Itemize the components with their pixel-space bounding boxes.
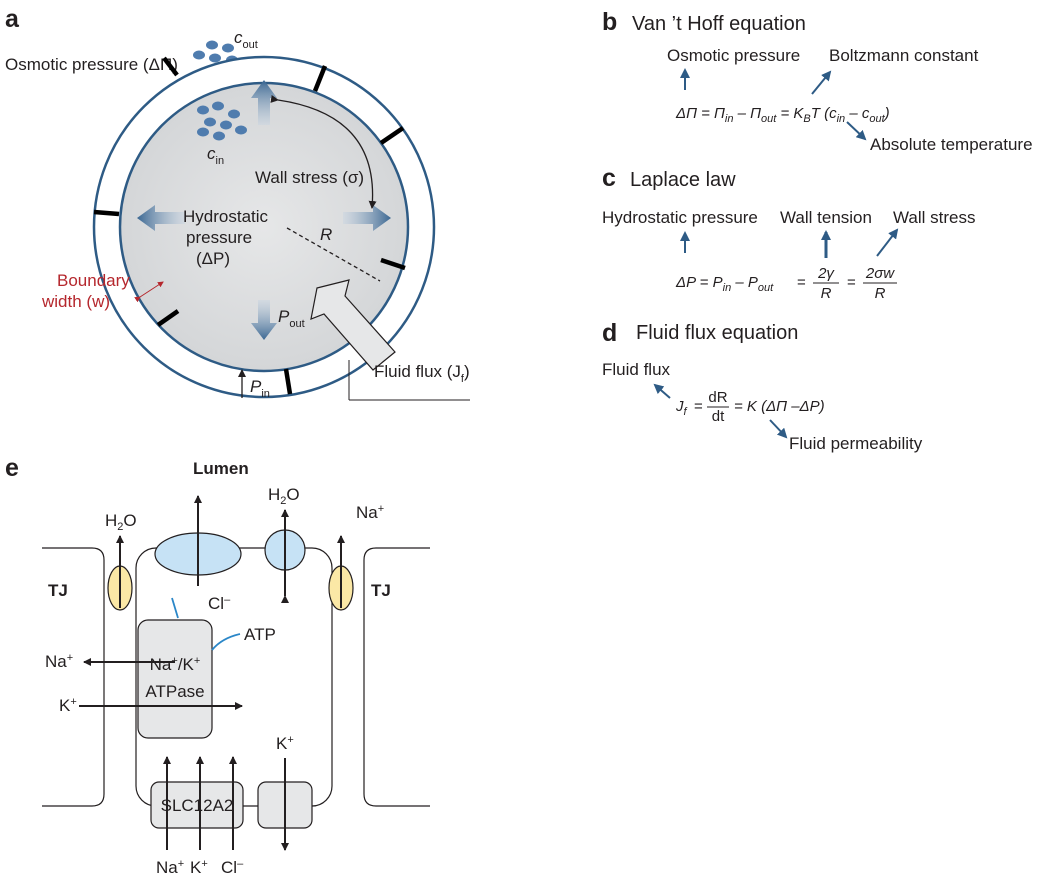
h2o-left-label: H2O (105, 511, 137, 533)
atp-link (211, 633, 241, 651)
absolute-temperature-term: Absolute temperature (870, 135, 1033, 154)
tj-right-label: TJ (371, 581, 391, 600)
boundary-width-arrow (134, 281, 164, 303)
panel-d-letter: d (602, 319, 617, 347)
wall-stress-arrow (270, 95, 377, 209)
k-right-label: K+ (276, 734, 294, 753)
laplace-frac1-den: R (821, 285, 832, 302)
boundary-width-label-1: Boundary (57, 271, 130, 290)
tj-left-label: TJ (48, 581, 68, 600)
bottom-cl-label: Cl– (221, 858, 244, 877)
cotransport-arrows (163, 756, 237, 850)
laplace-eq-2: = (847, 274, 856, 291)
na-top-label: Na+ (356, 503, 384, 522)
osmotic-pressure-label: Osmotic pressure (ΔΠ) (5, 55, 178, 74)
fluid-flux-label: Fluid flux (Jf) (374, 362, 470, 385)
flux-eq-j: Jf (675, 398, 688, 418)
fluid-flux-arrow-d (653, 383, 671, 399)
laplace-frac2-den: R (875, 285, 886, 302)
panel-c-title: Laplace law (630, 169, 736, 191)
flux-frac-num: dR (708, 389, 727, 406)
bottom-k-label: K+ (190, 858, 208, 877)
cell-junctions (93, 56, 406, 395)
boundary-width-label-2: width (w) (41, 292, 110, 311)
osmotic-pressure-term: Osmotic pressure (667, 46, 800, 65)
cl-top-label: Cl– (208, 594, 231, 613)
hydrostatic-pressure-arrows (137, 80, 391, 340)
na-k-atpase (137, 619, 213, 739)
hydrostatic-label-3: (ΔP) (196, 249, 230, 268)
panel-b-letter: b (602, 8, 617, 36)
bottom-na-label: Na+ (156, 858, 184, 877)
hydrostatic-label-1: Hydrostatic (183, 207, 269, 226)
atpase-label-2: ATPase (145, 682, 204, 701)
panel-a-letter: a (5, 5, 20, 33)
h2o-mid-label: H2O (268, 485, 300, 507)
solute-particles-in (197, 101, 247, 141)
wall-stress-term: Wall stress (893, 208, 976, 227)
laplace-frac2-num: 2σw (865, 265, 895, 282)
boltzmann-term: Boltzmann constant (829, 46, 979, 65)
atp-link-top (171, 597, 179, 619)
hydrostatic-label-2: pressure (186, 228, 252, 247)
fluid-flux-callout: Fluid flux (Jf) (348, 360, 470, 401)
left-neighbor-cell (42, 547, 105, 807)
c-out-label: cout (234, 28, 258, 51)
van-t-hoff-equation: ΔΠ = Πin – Πout = KBT (cin – cout) (675, 105, 890, 125)
panel-c-letter: c (602, 164, 616, 192)
radius-line (286, 227, 381, 282)
atp-label: ATP (244, 625, 276, 644)
panel-e: e Lumen TJ TJ H2O Na+ Cl– H2O Na+/K+ ATP… (5, 454, 430, 877)
panel-b-title: Van ’t Hoff equation (632, 13, 806, 35)
k-left-label: K+ (59, 696, 77, 715)
boltzmann-arrow (811, 70, 832, 95)
wall-stress-arrow-c (876, 228, 899, 257)
panel-d: d Fluid flux equation Fluid flux Jf = dR… (602, 319, 923, 453)
panel-a: a Osmotic pressure (ΔΠ) cout (5, 5, 470, 401)
radius-label: R (320, 225, 332, 244)
panel-d-title: Fluid flux equation (636, 322, 798, 344)
flux-eq-rhs: = K (ΔΠ –ΔP) (734, 398, 825, 415)
laplace-frac1-num: 2γ (817, 265, 835, 282)
hydrostatic-pressure-term: Hydrostatic pressure (602, 208, 758, 227)
flux-frac-den: dt (712, 408, 725, 425)
slc12a2-label: SLC12A2 (161, 796, 234, 815)
flux-eq-eq: = (694, 398, 703, 415)
panel-c: c Laplace law Hydrostatic pressure Wall … (602, 164, 976, 302)
panel-e-letter: e (5, 454, 19, 482)
laplace-eq-1: = (797, 274, 806, 291)
c-in-label: cin (207, 144, 224, 167)
p-out-label: Pout (278, 307, 305, 330)
temperature-arrow (846, 121, 867, 141)
lumen-label: Lumen (193, 459, 249, 478)
solute-particles-out (193, 40, 238, 65)
p-in-label: Pin (250, 377, 270, 400)
permeability-arrow (769, 419, 788, 439)
right-neighbor-cell (363, 547, 430, 807)
na-left-label: Na+ (45, 652, 73, 671)
fluid-flux-arrow (310, 279, 396, 371)
laplace-lhs: ΔP = Pin – Pout (675, 274, 774, 294)
panel-b: b Van ’t Hoff equation Osmotic pressure … (602, 8, 1033, 154)
fluid-permeability-term: Fluid permeability (789, 434, 923, 453)
fluid-flux-term: Fluid flux (602, 360, 671, 379)
wall-tension-term: Wall tension (780, 208, 872, 227)
slc12a2-transporter (150, 781, 244, 829)
wall-stress-label: Wall stress (σ) (255, 168, 364, 187)
